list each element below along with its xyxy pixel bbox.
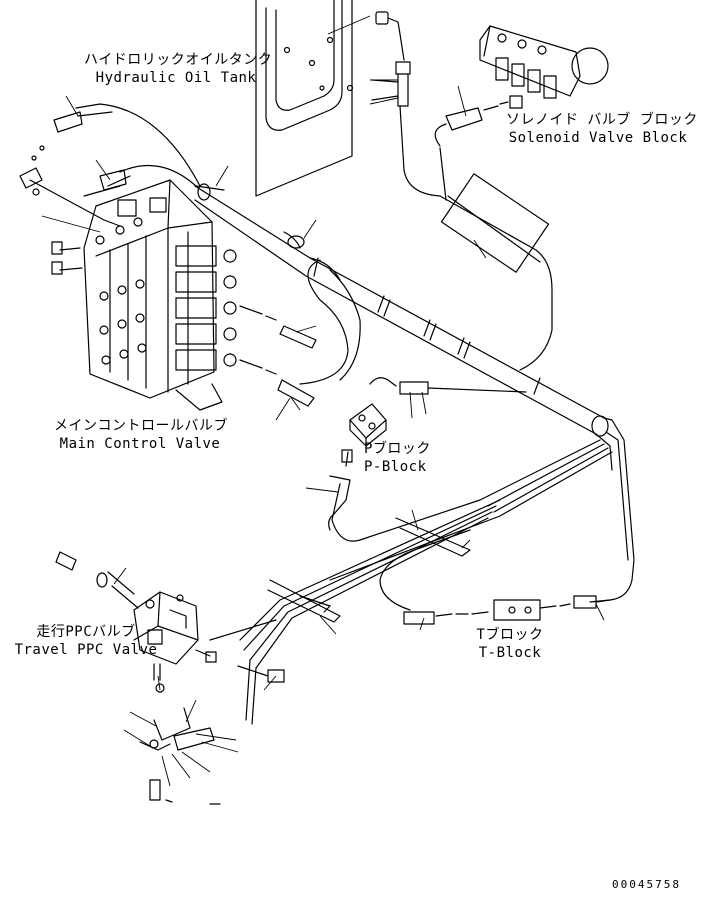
p-block-label-jp: Pブロック <box>364 441 431 457</box>
t-block-label-jp: Tブロック <box>476 627 544 643</box>
solenoid-label-jp: ソレノイド バルブ ブロック <box>506 112 698 128</box>
travel-ppc-label-jp: 走行PPCバルブ <box>36 624 136 640</box>
travel-ppc-valve <box>133 591 199 681</box>
hydraulic-tank-label-jp: ハイドロリックオイルタンク <box>84 52 273 68</box>
travel-ppc-label-en: Travel PPC Valve <box>14 642 158 658</box>
main-valve-label-jp: メインコントロールバルブ <box>54 418 228 434</box>
leader-lines <box>41 15 605 787</box>
p-block-label-en: P-Block <box>364 459 427 475</box>
solenoid-fitting <box>434 95 523 147</box>
main-valve-label-en: Main Control Valve <box>59 436 221 452</box>
tank-fitting <box>371 11 411 107</box>
p-block <box>349 403 387 447</box>
hydraulic-oil-tank <box>255 0 354 197</box>
t-block-label-en: T-Block <box>478 645 542 661</box>
main-control-valve <box>51 179 237 411</box>
solenoid-valve-block <box>479 25 609 99</box>
hydraulic-tank-label-en: Hydraulic Oil Tank <box>95 70 257 86</box>
serial-number: 00045758 <box>612 878 681 891</box>
solenoid-label-en: Solenoid Valve Block <box>508 130 688 146</box>
